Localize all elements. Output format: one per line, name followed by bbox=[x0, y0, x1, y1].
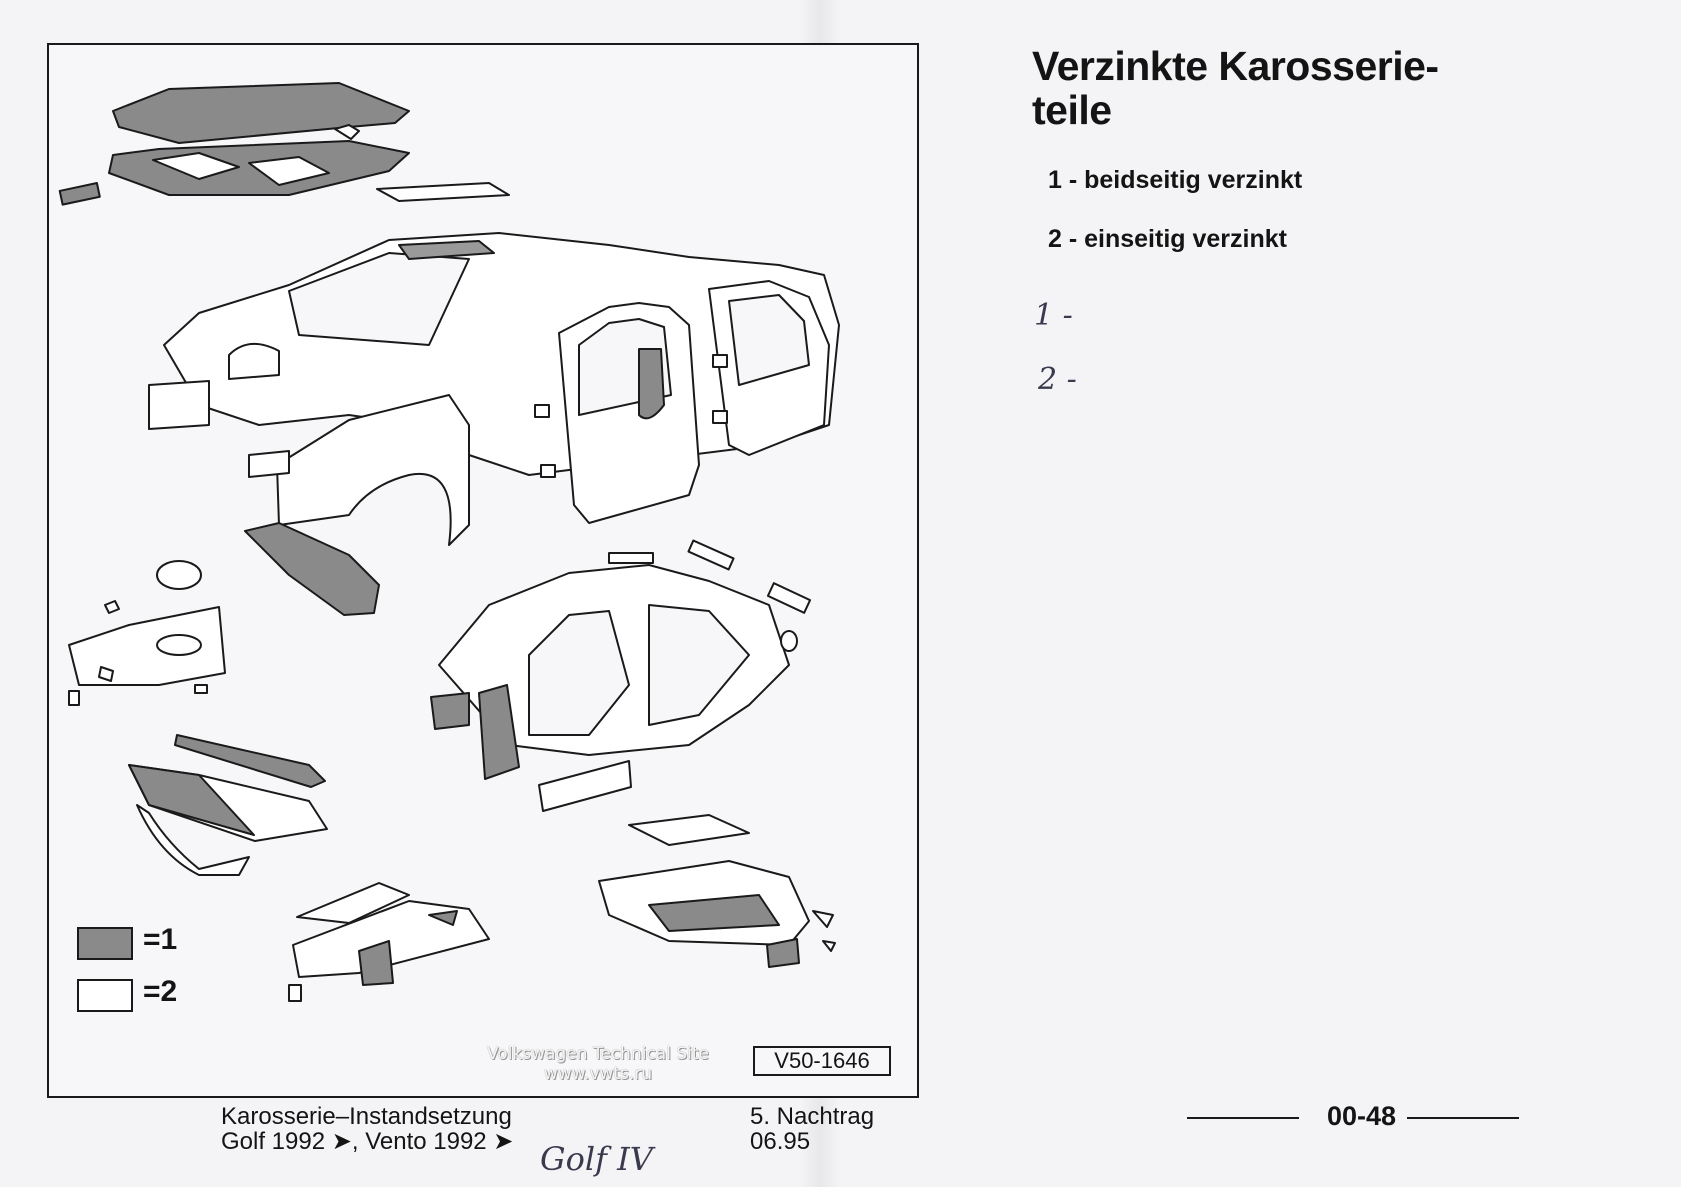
page-number: 00-48 bbox=[1327, 1101, 1397, 1131]
legend-label-type-1: =1 bbox=[143, 923, 178, 956]
legend-item-1: 1 - beidseitig verzinkt bbox=[1048, 166, 1303, 194]
legend-swatch-type-1 bbox=[77, 927, 133, 960]
page-title: Verzinkte Karosserie- teile bbox=[1032, 44, 1439, 132]
body-parts-figure: =1 =2 Volkswagen Technical Site www.vwts… bbox=[47, 43, 919, 1098]
rear-floor-parts bbox=[598, 814, 836, 968]
footer-models: Golf 1992 ➤, Vento 1992 ➤ bbox=[221, 1128, 514, 1155]
handwritten-footer-note: Golf IV bbox=[540, 1140, 653, 1178]
sunroof-frame-part bbox=[376, 182, 510, 202]
front-floor-members bbox=[288, 882, 490, 1002]
watermark-line-1: Volkswagen Technical Site bbox=[487, 1044, 709, 1064]
body-parts-drawing bbox=[58, 82, 840, 1002]
title-line-1: Verzinkte Karosserie- bbox=[1032, 43, 1439, 89]
hood-part bbox=[58, 82, 410, 206]
floor-parts bbox=[128, 734, 328, 876]
figure-code: V50-1646 bbox=[753, 1046, 891, 1076]
footer-date: 06.95 bbox=[750, 1128, 811, 1155]
footer-supplement-info: 5. Nachtrag 06.95 bbox=[750, 1104, 874, 1154]
handwritten-note-1: 1 - bbox=[1034, 298, 1073, 333]
legend-label-type-2: =2 bbox=[143, 975, 178, 1008]
watermark-line-2: www.vwts.ru bbox=[543, 1064, 653, 1084]
body-shell-part bbox=[148, 232, 840, 546]
legend-swatch-type-2 bbox=[77, 979, 133, 1012]
footer-manual-info: Karosserie–Instandsetzung Golf 1992 ➤, V… bbox=[221, 1104, 513, 1154]
side-frame-part bbox=[430, 539, 812, 812]
page-number-rule-right bbox=[1407, 1117, 1519, 1119]
page-number-rule-left bbox=[1187, 1117, 1299, 1119]
legend-item-2: 2 - einseitig verzinkt bbox=[1048, 225, 1287, 253]
footer-supplement: 5. Nachtrag bbox=[750, 1103, 875, 1130]
handwritten-note-2: 2 - bbox=[1038, 362, 1077, 397]
wheelhouse-parts bbox=[68, 522, 380, 706]
watermark: Volkswagen Technical Site www.vwts.ru bbox=[487, 1044, 709, 1084]
footer-manual-title: Karosserie–Instandsetzung bbox=[221, 1103, 512, 1130]
title-line-2: teile bbox=[1032, 87, 1112, 133]
